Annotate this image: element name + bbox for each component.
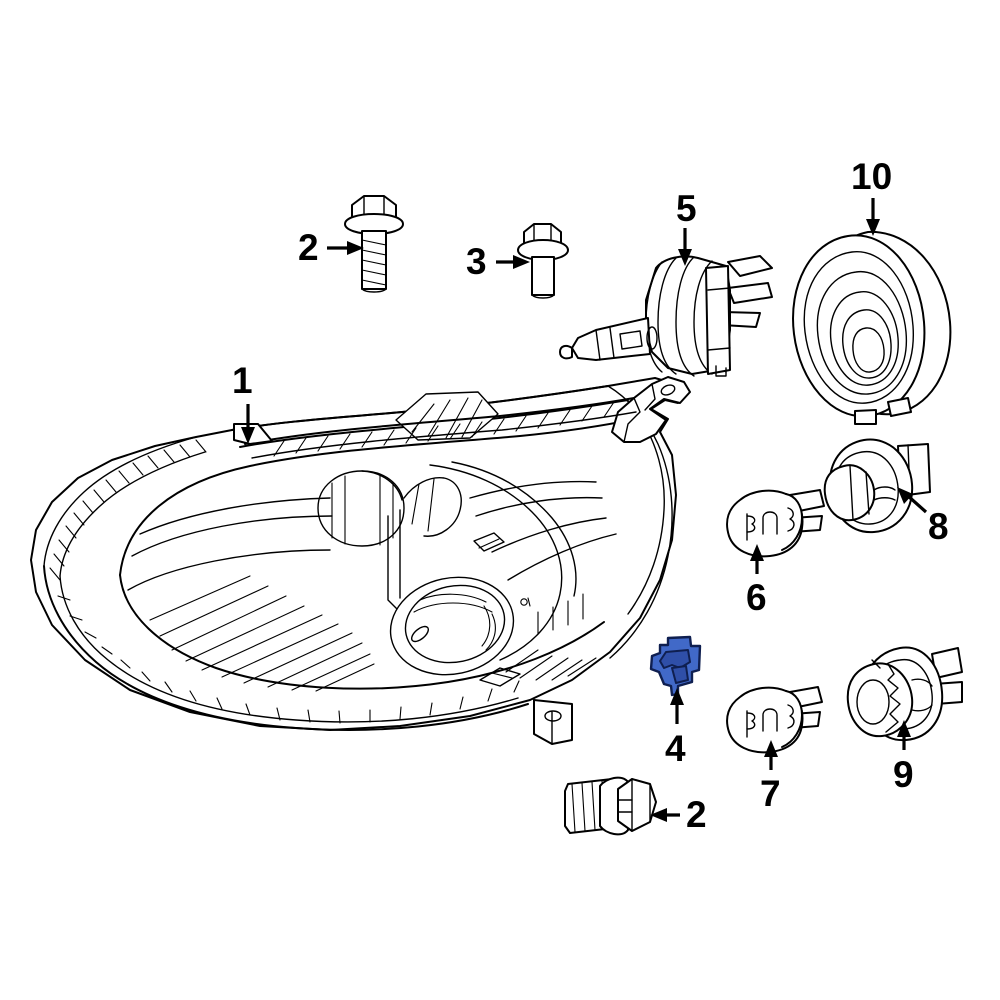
callout-label-8: 8 — [928, 506, 949, 547]
part-wedge-bulb-upper[interactable] — [726, 489, 825, 558]
part-bulb-socket-lower[interactable] — [846, 646, 963, 742]
part-bulb-socket-upper[interactable] — [823, 438, 931, 534]
callout-label-10: 10 — [851, 156, 893, 197]
callout-label-2-lower: 2 — [686, 794, 707, 835]
part-headlight-dust-cover-cap[interactable] — [792, 230, 952, 425]
callout-label-6: 6 — [746, 577, 767, 618]
callout-label-3: 3 — [466, 241, 487, 282]
callout-label-7: 7 — [760, 773, 781, 814]
callout-leaders — [241, 198, 928, 822]
part-mounting-bolt-upper[interactable] — [344, 195, 404, 293]
part-headlight-retainer-clip[interactable] — [649, 635, 702, 697]
part-mounting-bolt-lower[interactable] — [564, 776, 657, 836]
part-headlight-bulb-h4[interactable] — [559, 255, 773, 377]
callout-label-2-upper: 2 — [298, 227, 319, 268]
part-headlight-assembly[interactable] — [30, 376, 691, 745]
callout-label-5: 5 — [676, 188, 697, 229]
part-wedge-bulb-lower[interactable] — [726, 686, 823, 754]
callout-label-9: 9 — [893, 754, 914, 795]
callout-label-1: 1 — [232, 360, 253, 401]
part-mounting-bolt-small[interactable] — [517, 223, 569, 299]
callout-label-4: 4 — [665, 728, 686, 769]
